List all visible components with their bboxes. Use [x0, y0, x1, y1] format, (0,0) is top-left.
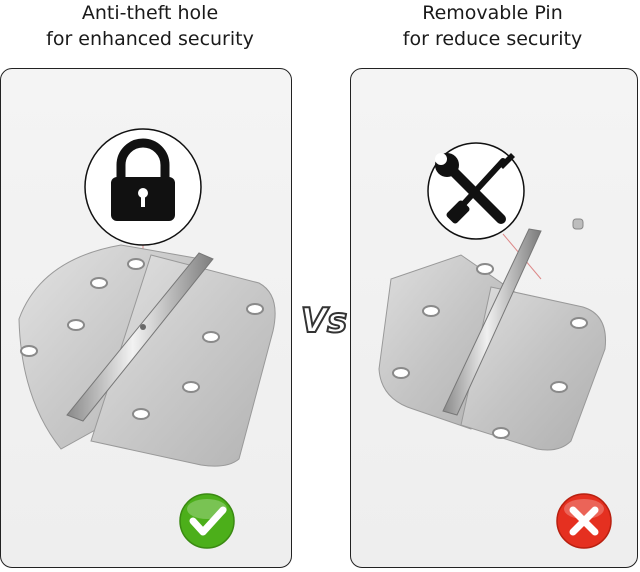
check-icon — [179, 493, 235, 549]
left-caption-line1: Anti-theft hole — [81, 2, 219, 24]
left-panel-art — [18, 128, 276, 549]
left-caption: Anti-theft hole for enhanced security — [0, 0, 300, 52]
left-panel — [0, 68, 292, 568]
cross-icon — [556, 493, 612, 549]
wrench-screwdriver-icon — [427, 142, 525, 240]
right-caption-line2: for reduce security — [402, 28, 583, 50]
vs-label: Vs — [301, 301, 348, 341]
vs-emblem: Vs — [300, 300, 349, 342]
right-caption: Removable Pin for reduce security — [345, 0, 640, 52]
right-panel — [350, 68, 638, 568]
anti-theft-hole — [140, 324, 146, 330]
right-hinge — [378, 218, 607, 451]
removable-pin-head — [572, 218, 584, 230]
right-caption-line1: Removable Pin — [422, 2, 563, 24]
right-panel-art — [378, 142, 612, 549]
left-hinge — [18, 244, 276, 467]
padlock-icon — [84, 128, 202, 246]
left-caption-line2: for enhanced security — [46, 28, 254, 50]
